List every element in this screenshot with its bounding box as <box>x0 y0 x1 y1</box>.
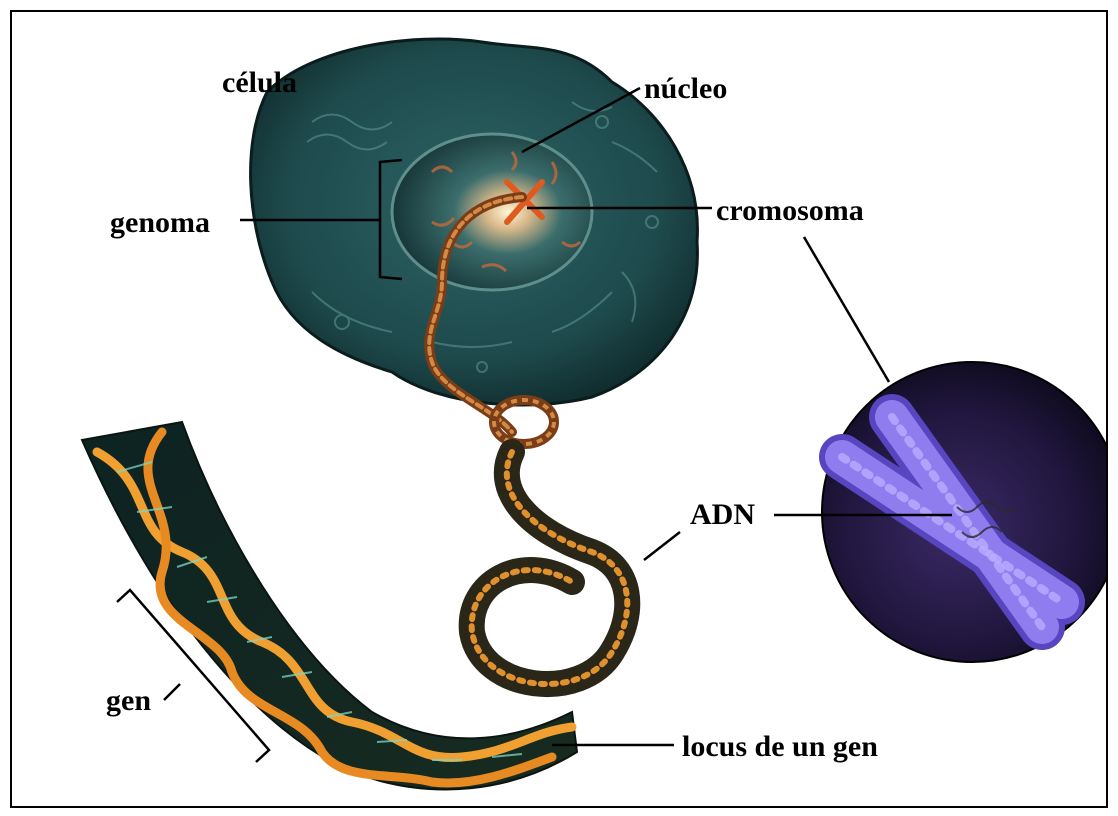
label-gen: gen <box>106 686 151 716</box>
label-cromosoma: cromosoma <box>716 196 864 226</box>
label-celula: célula <box>222 68 297 98</box>
chromosome-view <box>822 362 1106 662</box>
diagram-frame: célula núcleo genoma cromosoma ADN gen l… <box>10 10 1108 808</box>
label-nucleo: núcleo <box>644 74 727 104</box>
label-locus: locus de un gen <box>682 732 878 762</box>
nucleus <box>392 134 592 290</box>
label-genoma: genoma <box>110 208 210 238</box>
illustration <box>12 12 1106 806</box>
label-adn: ADN <box>690 500 755 530</box>
